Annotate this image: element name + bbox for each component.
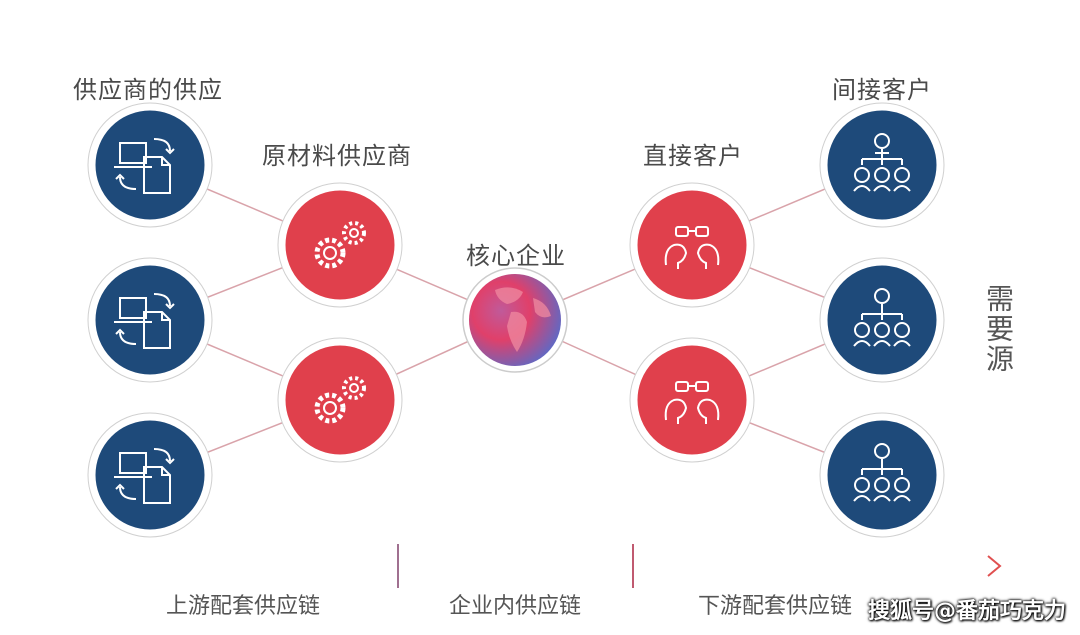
raw-material-suppliers-label: 原材料供应商 [262,142,412,170]
supplier-node [87,257,213,383]
suppliers-of-suppliers-label: 供应商的供应 [73,76,223,104]
handshake-heads-icon [664,381,720,424]
demand-source-label: 需要源 [982,284,1015,374]
watermark: 搜狐号@番茄巧克力 [867,599,1066,624]
direct-customer-node [629,182,755,308]
gears-icon [314,221,366,269]
downstream-chain-label: 下游配套供应链 [697,594,853,619]
indirect-customer-node [819,257,945,383]
document-transfer-icon [114,138,175,194]
indirect-customers-label: 间接客户 [832,76,932,104]
core-enterprise-node [462,267,568,373]
hierarchy-people-icon [853,133,911,192]
hierarchy-people-icon [853,288,911,347]
supplier-node [87,412,213,538]
indirect-customer-node [819,412,945,538]
internal-chain-label: 企业内供应链 [448,594,582,619]
handshake-heads-icon [664,226,720,269]
direct-customers-label: 直接客户 [643,142,743,170]
indirect-customer-node [819,102,945,228]
hierarchy-people-icon [853,443,911,502]
document-transfer-icon [114,448,175,504]
supply-chain-axis [88,544,1002,588]
globe-icon [495,287,551,352]
raw-material-node [277,182,403,308]
upstream-chain-label: 上游配套供应链 [165,594,321,619]
document-transfer-icon [114,293,175,349]
supplier-node [87,102,213,228]
raw-material-node [277,337,403,463]
core-enterprise-label: 核心企业 [466,242,566,270]
direct-customer-node [629,337,755,463]
gears-icon [314,376,366,424]
